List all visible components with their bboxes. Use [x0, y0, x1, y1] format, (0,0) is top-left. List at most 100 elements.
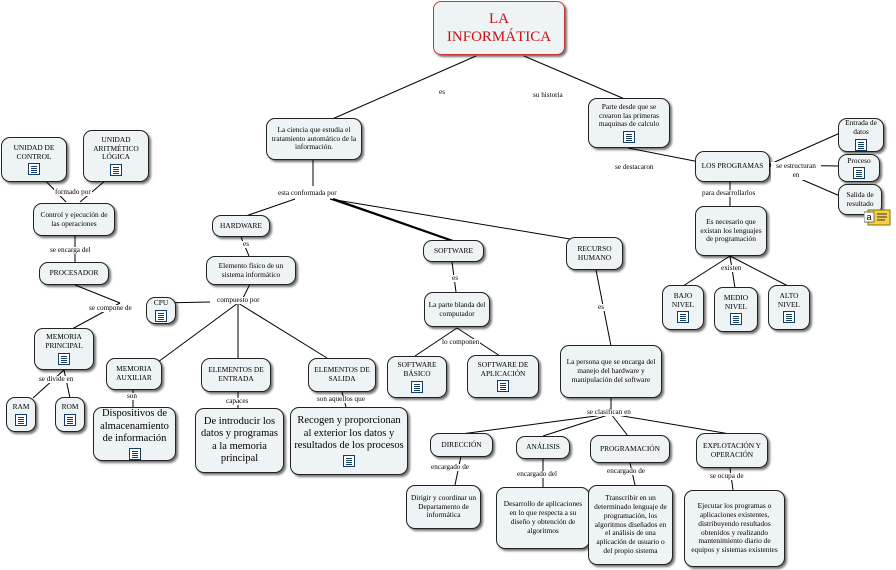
document-icon[interactable] — [411, 380, 423, 393]
programas-node[interactable]: LOS PROGRAMAS — [695, 151, 770, 182]
dirigir-node[interactable]: Dirigir y coordinar un Departamento de i… — [406, 485, 481, 529]
procesador-text: PROCESADOR — [49, 268, 99, 278]
salida-resultado-text: Salida de resultado — [846, 189, 874, 208]
unidad-alu-text: UNIDAD ARITMÉTICO LÓGICA — [93, 134, 139, 162]
entrada-datos-node[interactable]: Entrada de datos — [838, 118, 884, 152]
memoria-auxiliar-node[interactable]: MEMORIA AUXILIAR — [106, 358, 162, 390]
software-aplicacion-node[interactable]: SOFTWARE DE APLICACIÓN — [467, 355, 539, 398]
software-basico-node[interactable]: SOFTWARE BÁSICO — [387, 356, 447, 398]
elementos-entrada-text: ELEMENTOS DE ENTRADA — [208, 365, 264, 383]
elementos-salida-node[interactable]: ELEMENTOS DE SALIDA — [308, 358, 376, 392]
document-icon[interactable] — [28, 163, 40, 176]
recogen-text: Recogen y proporcionan al exterior los d… — [294, 415, 404, 452]
document-icon[interactable] — [128, 447, 141, 460]
proceso-text: Proceso — [847, 155, 871, 165]
document-icon[interactable] — [677, 311, 689, 324]
document-icon[interactable] — [853, 167, 865, 180]
recurso-humano-node[interactable]: RECURSO HUMANO — [566, 237, 623, 270]
procesador-node[interactable]: PROCESADOR — [39, 262, 109, 285]
ejecutar-node[interactable]: Ejecutar los programas o aplicaciones ex… — [684, 490, 785, 567]
document-icon[interactable] — [64, 413, 76, 426]
lenguajes-node[interactable]: Es necesario que existan los lenguajes d… — [695, 206, 767, 256]
title-node[interactable]: LA INFORMÁTICA — [433, 1, 565, 55]
note-icon[interactable]: a — [864, 207, 892, 227]
definicion-node[interactable]: La ciencia que estudia el tratamiento au… — [266, 118, 362, 160]
dispositivos-node[interactable]: Dispositivos de almacenamiento de inform… — [93, 407, 176, 461]
document-icon[interactable] — [855, 138, 867, 151]
link-label-es-recurso: es — [597, 303, 605, 312]
bajo-nivel-node[interactable]: BAJO NIVEL — [662, 285, 704, 330]
medio-nivel-text: MEDIO NIVEL — [723, 292, 749, 311]
historia-text: Parte desde que se crearon las primeras … — [598, 101, 660, 129]
link-label-existen: existen — [720, 264, 743, 273]
link-label-su-historia: su historia — [532, 91, 564, 100]
link-label-se-encarga-del: se encarga del — [49, 246, 92, 255]
desarrollo-node[interactable]: Desarrollo de aplicaciones en lo que res… — [496, 487, 590, 549]
direccion-node[interactable]: DIRECCIÓN — [430, 433, 493, 457]
control-ejecucion-text: Control y ejecución de las operaciones — [40, 209, 108, 228]
unidad-control-node[interactable]: UNIDAD DE CONTROL — [1, 137, 67, 182]
elementos-salida-text: ELEMENTOS DE SALIDA — [314, 365, 370, 383]
document-icon[interactable] — [730, 313, 742, 326]
document-icon[interactable] — [497, 380, 509, 393]
hardware-node[interactable]: HARDWARE — [212, 215, 270, 237]
programas-text: LOS PROGRAMAS — [701, 161, 764, 171]
analisis-node[interactable]: ANÁLISIS — [516, 436, 570, 459]
link-label-son-aquellos-que: son aquellos que — [316, 395, 366, 404]
definicion-text: La ciencia que estudia el tratamiento au… — [271, 124, 357, 152]
document-icon[interactable] — [15, 413, 27, 426]
memoria-principal-node[interactable]: MEMORIA PRINCIPAL — [34, 328, 94, 370]
link-label-se-destacaron: se destacaron — [614, 163, 655, 172]
rom-node[interactable]: ROM — [55, 397, 85, 432]
memoria-principal-text: MEMORIA PRINCIPAL — [45, 332, 83, 350]
explotacion-text: EXPLOTACIÓN Y OPERACIÓN — [702, 440, 762, 459]
document-icon[interactable] — [110, 164, 122, 177]
ram-node[interactable]: RAM — [6, 397, 36, 432]
direccion-text: DIRECCIÓN — [441, 439, 482, 449]
title-text: LA INFORMÁTICA — [446, 11, 552, 45]
parte-blanda-text: La parte blanda del computador — [428, 299, 486, 318]
document-icon[interactable] — [783, 311, 795, 324]
document-icon[interactable] — [343, 454, 355, 467]
document-icon[interactable] — [58, 352, 70, 365]
elementos-entrada-node[interactable]: ELEMENTOS DE ENTRADA — [201, 358, 271, 392]
dirigir-text: Dirigir y coordinar un Departamento de i… — [410, 492, 477, 520]
alto-nivel-node[interactable]: ALTO NIVEL — [768, 285, 810, 330]
software-node[interactable]: SOFTWARE — [423, 240, 484, 262]
link-label-se-estructuran-en: se estructuran en — [771, 162, 821, 180]
ram-text: RAM — [12, 402, 30, 412]
link-label-se-ocupa-de: se ocupa de — [709, 472, 745, 481]
unidad-alu-node[interactable]: UNIDAD ARITMÉTICO LÓGICA — [83, 130, 149, 182]
desarrollo-text: Desarrollo de aplicaciones en lo que res… — [503, 499, 583, 535]
explotacion-node[interactable]: EXPLOTACIÓN Y OPERACIÓN — [696, 433, 768, 468]
entrada-datos-text: Entrada de datos — [845, 118, 877, 136]
medio-nivel-node[interactable]: MEDIO NIVEL — [714, 287, 758, 332]
proceso-node[interactable]: Proceso — [838, 154, 880, 182]
elemento-fisico-node[interactable]: Elemento físico de un sistema informátic… — [206, 256, 296, 285]
link-label-es-hardware: es — [242, 240, 250, 249]
cpu-node[interactable]: CPU — [146, 297, 176, 324]
programacion-text: PROGRAMACIÓN — [600, 443, 660, 453]
link-label-se-divide-en: se divide en — [38, 375, 75, 384]
software-text: SOFTWARE — [433, 245, 473, 255]
persona-node[interactable]: La persona que se encarga del manejo del… — [560, 345, 662, 398]
alto-nivel-text: ALTO NIVEL — [777, 290, 801, 309]
recogen-node[interactable]: Recogen y proporcionan al exterior los d… — [290, 407, 408, 475]
parte-blanda-node[interactable]: La parte blanda del computador — [424, 292, 490, 327]
control-ejecucion-node[interactable]: Control y ejecución de las operaciones — [33, 203, 115, 236]
document-icon[interactable] — [623, 131, 635, 144]
software-basico-text: SOFTWARE BÁSICO — [397, 360, 437, 378]
transcribir-node[interactable]: Transcribir en un determinado lenguaje d… — [588, 485, 673, 565]
historia-node[interactable]: Parte desde que se crearon las primeras … — [588, 98, 670, 148]
document-icon[interactable] — [155, 309, 167, 322]
cpu-text: CPU — [153, 298, 169, 308]
ejecutar-text: Ejecutar los programas o aplicaciones ex… — [691, 500, 778, 555]
rom-text: ROM — [61, 402, 79, 412]
programacion-node[interactable]: PROGRAMACIÓN — [590, 435, 670, 463]
link-label-esta-conformada-por: esta conformada por — [277, 189, 338, 198]
link-label-encargado-de-programacion: encargado de — [606, 467, 646, 476]
bajo-nivel-text: BAJO NIVEL — [671, 290, 695, 309]
hardware-text: HARDWARE — [220, 220, 262, 230]
link-label-encargado-de-direccion: encargado de — [430, 463, 470, 472]
introducir-node[interactable]: De introducir los datos y programas a la… — [195, 408, 284, 473]
